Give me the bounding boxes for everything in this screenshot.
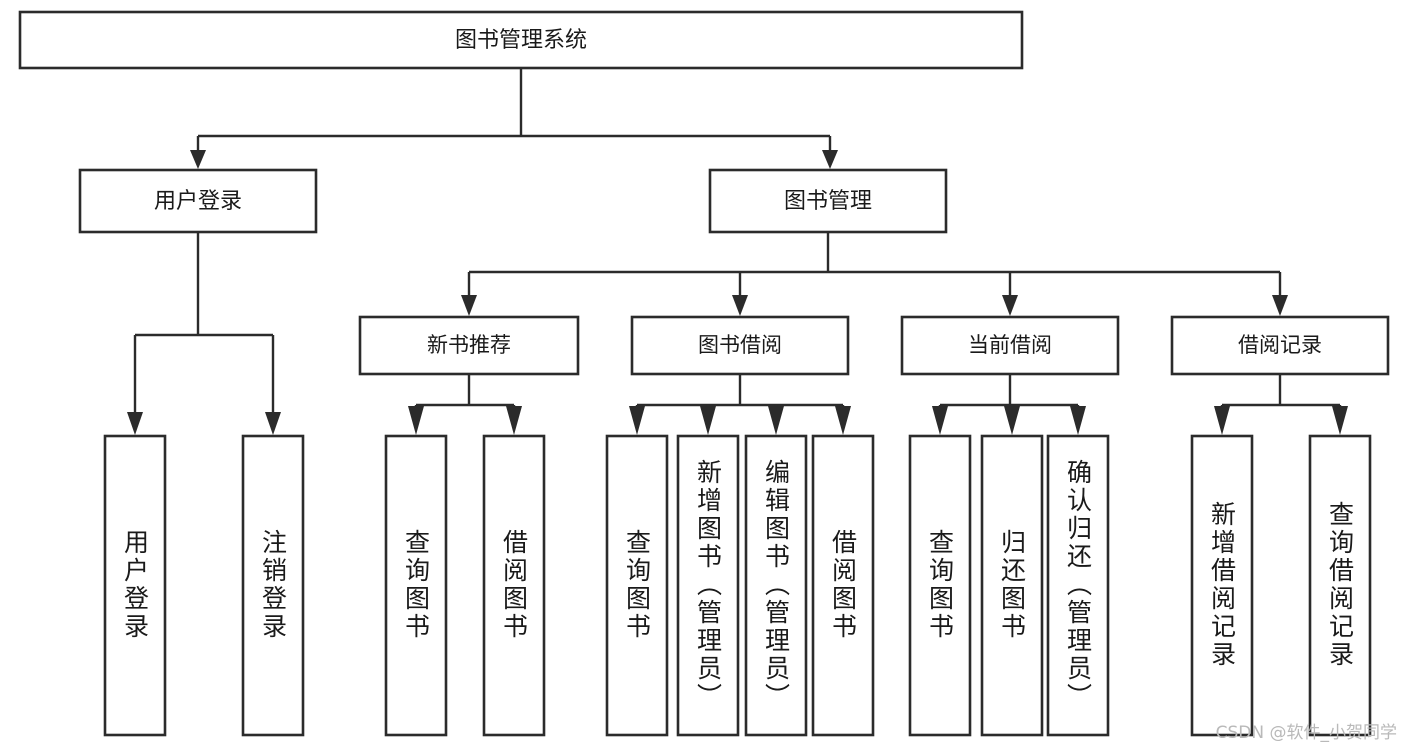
arrow-head-icon [1004,406,1020,435]
leaf-label-edit-book-admin: 编辑图书（管理员） [762,459,791,711]
edge-layer [127,68,1348,435]
leaf-box-logout[interactable] [241,434,305,737]
leaf-box-query-borrow-record[interactable] [1308,434,1372,737]
leaf-node[interactable]: 借阅图书 [811,434,875,737]
leaf-label-borrow-book-newbook: 借阅图书 [500,529,529,641]
arrow-head-icon [190,150,206,169]
leaf-label-query-book-newbook: 查询图书 [402,529,431,641]
leaf-node[interactable]: 查询借阅记录 [1308,434,1372,737]
leaf-label-borrow-book: 借阅图书 [829,529,858,641]
node-book-borrow-label: 图书借阅 [698,333,782,357]
arrow-head-icon [1002,295,1018,316]
arrow-head-icon [1272,295,1288,316]
leaf-node[interactable]: 借阅图书 [482,434,546,737]
node-book-borrow-box[interactable] [630,315,850,376]
node-level2-current-borrow[interactable]: 当前借阅 [900,315,1120,376]
arrow-head-icon [1070,406,1086,435]
node-level2-new-book[interactable]: 新书推荐 [358,315,580,376]
leaf-node[interactable]: 注销登录 [241,434,305,737]
arrow-head-icon [629,406,645,435]
node-level1-book-manage[interactable]: 图书管理 [708,168,948,234]
leaf-node[interactable]: 编辑图书（管理员） [744,434,808,737]
leaf-box-query-book-newbook[interactable] [384,434,448,737]
leaf-node[interactable]: 查询图书 [605,434,669,737]
leaf-node[interactable]: 新增借阅记录 [1190,434,1254,737]
leaf-box-borrow-book-newbook[interactable] [482,434,546,737]
arrow-head-icon [835,406,851,435]
node-root[interactable]: 图书管理系统 [18,10,1024,70]
leaf-label-return-book: 归还图书 [998,529,1027,641]
leaf-node[interactable]: 确认归还（管理员） [1046,434,1110,737]
node-user-login-label: 用户登录 [154,189,242,214]
csdn-watermark: CSDN @软件_小贺同学 [1215,723,1397,743]
leaf-box-query-book-current[interactable] [908,434,972,737]
leaf-box-edit-book-admin[interactable] [744,434,808,737]
leaf-node[interactable]: 用户登录 [103,434,167,737]
leaf-node[interactable]: 查询图书 [384,434,448,737]
arrow-head-icon [1214,406,1230,435]
node-user-login-box[interactable] [78,168,318,234]
arrow-head-icon [822,150,838,169]
leaf-box-add-book-admin[interactable] [676,434,740,737]
node-book-manage-box[interactable] [708,168,948,234]
leaf-node[interactable]: 新增图书（管理员） [676,434,740,737]
leaf-label-user-login: 用户登录 [121,529,150,641]
node-root-label: 图书管理系统 [455,28,587,53]
arrow-head-icon [932,406,948,435]
node-current-borrow-label: 当前借阅 [968,333,1052,357]
leaf-box-confirm-return-admin[interactable] [1046,434,1110,737]
node-new-book-box[interactable] [358,315,580,376]
node-borrow-record-box[interactable] [1170,315,1390,376]
node-book-manage-label: 图书管理 [784,189,872,214]
leaf-box-add-borrow-record[interactable] [1190,434,1254,737]
arrow-head-icon [408,406,424,435]
node-level2-borrow-record[interactable]: 借阅记录 [1170,315,1390,376]
arrow-head-icon [1332,406,1348,435]
arrow-head-icon [700,406,716,435]
leaf-label-query-book-borrow: 查询图书 [623,529,652,641]
leaf-box-borrow-book[interactable] [811,434,875,737]
node-level2-book-borrow[interactable]: 图书借阅 [630,315,850,376]
node-current-borrow-box[interactable] [900,315,1120,376]
arrow-head-icon [461,295,477,316]
arrow-head-icon [506,406,522,435]
leaf-label-logout: 注销登录 [259,529,288,641]
node-root-box[interactable] [18,10,1024,70]
leaf-label-add-borrow-record: 新增借阅记录 [1208,501,1237,669]
arrow-head-icon [732,295,748,316]
arrow-head-icon [768,406,784,435]
leaf-node[interactable]: 查询图书 [908,434,972,737]
leaf-box-user-login[interactable] [103,434,167,737]
arrow-head-icon [265,412,281,435]
leaf-box-query-book-borrow[interactable] [605,434,669,737]
arrow-head-icon [127,412,143,435]
leaf-node[interactable]: 归还图书 [980,434,1044,737]
node-borrow-record-label: 借阅记录 [1238,333,1322,357]
leaf-box-return-book[interactable] [980,434,1044,737]
leaf-label-add-book-admin: 新增图书（管理员） [694,459,723,711]
node-new-book-label: 新书推荐 [427,333,511,357]
node-level1-user-login[interactable]: 用户登录 [78,168,318,234]
leaf-label-query-book-current: 查询图书 [926,529,955,641]
leaf-label-query-borrow-record: 查询借阅记录 [1326,501,1355,669]
leaf-label-confirm-return-admin: 确认归还（管理员） [1064,459,1093,711]
